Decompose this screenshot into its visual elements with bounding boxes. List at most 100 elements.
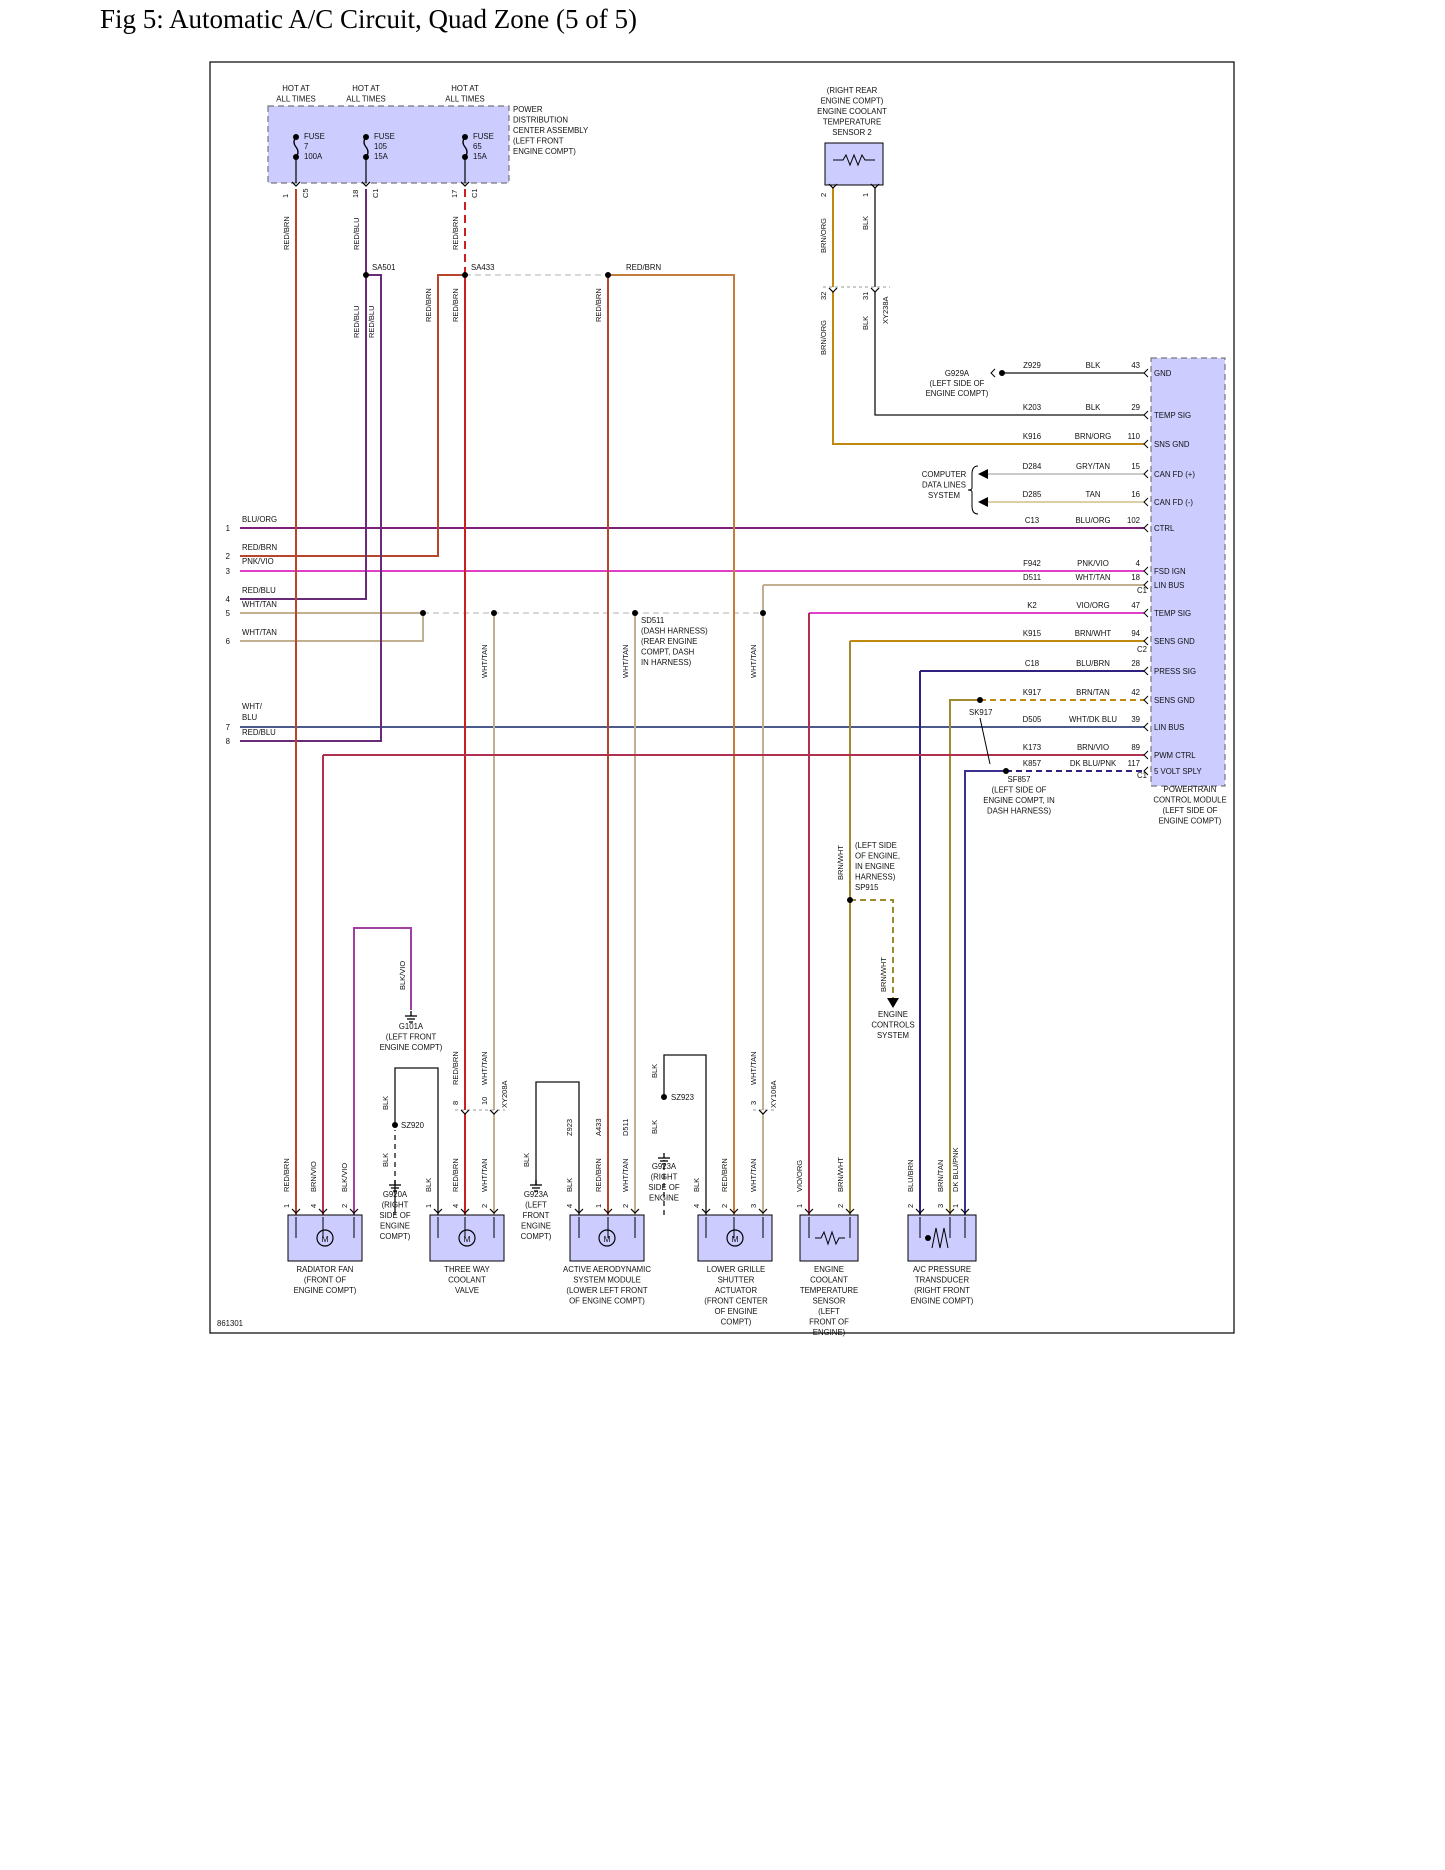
xy238a-pin: 32 — [819, 292, 828, 300]
three_way_valve-label: THREE WAY — [444, 1265, 490, 1274]
grille_shutter-label: SHUTTER — [718, 1276, 755, 1285]
sk917-label: SK917 — [969, 708, 992, 717]
sp915-label: (LEFT SIDE — [855, 841, 897, 850]
component-pin-number: 4 — [451, 1204, 460, 1208]
pcm-pin-function: LIN BUS — [1154, 723, 1184, 732]
pcm-pin-number: 43 — [1131, 361, 1140, 370]
sf857-label: SF857 — [1008, 775, 1031, 784]
wire-label: WHT/TAN — [242, 628, 277, 637]
component-pin-number: 1 — [795, 1204, 804, 1208]
aero_module-pin — [574, 1208, 584, 1214]
g923a-left-label: FRONT — [523, 1211, 550, 1220]
engine-controls-label: CONTROLS — [871, 1021, 914, 1030]
pcm-wire-color: BLK — [1086, 361, 1102, 370]
pcm-circuit-id: D285 — [1023, 490, 1042, 499]
sensor2-label: (RIGHT REAR — [827, 86, 878, 95]
sensor2-pin — [828, 183, 838, 189]
pressure_transducer-label: (RIGHT FRONT — [914, 1286, 970, 1295]
coolant-temp-sensor-2 — [824, 142, 884, 186]
g929a-splice — [999, 370, 1005, 376]
computer-data-brace — [967, 465, 979, 515]
fuse-label: FUSE — [473, 132, 494, 141]
sd511-label: SD511 — [641, 616, 664, 625]
grille_shutter-label: OF ENGINE — [715, 1307, 758, 1316]
pcm-wire-color: TAN — [1085, 490, 1100, 499]
pcm-pin-number: 28 — [1131, 659, 1140, 668]
pcm-pin — [1143, 608, 1149, 618]
pcm-circuit-id: D511 — [1023, 573, 1041, 582]
pcm-circuit-id: K915 — [1023, 629, 1042, 638]
sd511-label: IN HARNESS) — [641, 658, 692, 667]
wire-label: RED/BLU — [367, 305, 376, 338]
pcm-wire-color: BLU/BRN — [1076, 659, 1110, 668]
pcm-label: (LEFT SIDE OF — [1163, 806, 1218, 815]
wire-label: RED/BLU — [242, 728, 276, 737]
fuse-pin-number: 18 — [351, 190, 360, 198]
wire-label: BLK — [424, 1178, 433, 1192]
pcm-wire-color: PNK/VIO — [1077, 559, 1109, 568]
wire-label: BRN/VIO — [309, 1161, 318, 1192]
pcm-connector-id: C2 — [1137, 645, 1147, 654]
g923a-left-label: (LEFT — [525, 1201, 547, 1210]
wiper-dot — [925, 1235, 931, 1241]
fuse-label: FUSE — [304, 132, 325, 141]
wire-label: RED/BRN — [594, 1158, 603, 1192]
sensor2-label: TEMPERATURE — [823, 118, 881, 127]
radiator_fan-label: (FRONT OF — [304, 1276, 347, 1285]
pcm-pin — [1143, 566, 1149, 576]
pcm-pin-function: 5 VOLT SPLY — [1154, 767, 1202, 776]
motor-icon — [458, 1229, 476, 1247]
wire-label: BLK — [381, 1096, 390, 1110]
controls-arrow — [887, 998, 899, 1008]
sd511-label: (REAR ENGINE — [641, 637, 697, 646]
aero_module-label: ACTIVE AERODYNAMIC — [563, 1265, 651, 1274]
splice-sf857 — [1003, 768, 1009, 774]
pcm-connector-id: C1 — [1137, 586, 1147, 595]
motor-letter: M — [463, 1234, 470, 1244]
fuse-connector-pin — [361, 181, 371, 187]
wire-label: BLK — [565, 1178, 574, 1192]
pcm-wire-color: BLU/ORG — [1075, 516, 1110, 525]
wire-label: BLU/ORG — [242, 515, 277, 524]
motor-icon — [726, 1229, 744, 1247]
pcm-pin-function: LIN BUS — [1154, 581, 1184, 590]
g923a-left-label: G923A — [524, 1190, 549, 1199]
component-pin-number: 3 — [936, 1204, 945, 1208]
splice-dot — [420, 610, 426, 616]
pcm-circuit-id: K173 — [1023, 743, 1041, 752]
red-brn-bus-2 — [240, 274, 465, 557]
hot-at-all-times-label: ALL TIMES — [276, 95, 315, 104]
brn-tan-trans — [949, 699, 980, 1215]
component-pin-number: 4 — [692, 1204, 701, 1208]
wire-label: RED/BRN — [451, 288, 460, 322]
pcm-pin-number: 16 — [1131, 490, 1140, 499]
sz923-label: SZ923 — [671, 1093, 694, 1102]
wire-label: BLK — [861, 216, 870, 230]
wire-label: BRN/ORG — [819, 218, 828, 253]
grille_shutter-pin — [729, 1208, 739, 1214]
fuse-pin-number: 1 — [281, 194, 290, 198]
xy208a-id: XY208A — [500, 1080, 509, 1108]
wire-label: WHT/TAN — [242, 600, 277, 609]
pcm-pin — [1143, 636, 1149, 646]
wire-label: RED/BRN — [626, 263, 661, 272]
splice-dot — [632, 610, 638, 616]
dk-blu-pnk-trans — [964, 770, 1006, 1215]
connector-pin — [870, 287, 880, 293]
pcm-pin — [1143, 695, 1149, 705]
connector-pin — [489, 1109, 499, 1115]
left-row-number: 3 — [226, 567, 230, 576]
three_way_valve-pin — [460, 1208, 470, 1214]
pcm-pin-number: 94 — [1131, 629, 1140, 638]
sd511-label: COMPT, DASH — [641, 648, 694, 657]
components — [267, 105, 1226, 1262]
pcm-pin — [1143, 469, 1149, 479]
g923a-right-label: (RIGHT — [651, 1173, 678, 1182]
wire-label: WHT/TAN — [749, 644, 758, 678]
wht-tan-6 — [240, 613, 424, 642]
pcm-pin-function: CAN FD (-) — [1154, 498, 1193, 507]
g920a-label: COMPT) — [380, 1232, 411, 1241]
wire-label: RED/BRN — [451, 1158, 460, 1192]
pressure_transducer-pin — [960, 1208, 970, 1214]
